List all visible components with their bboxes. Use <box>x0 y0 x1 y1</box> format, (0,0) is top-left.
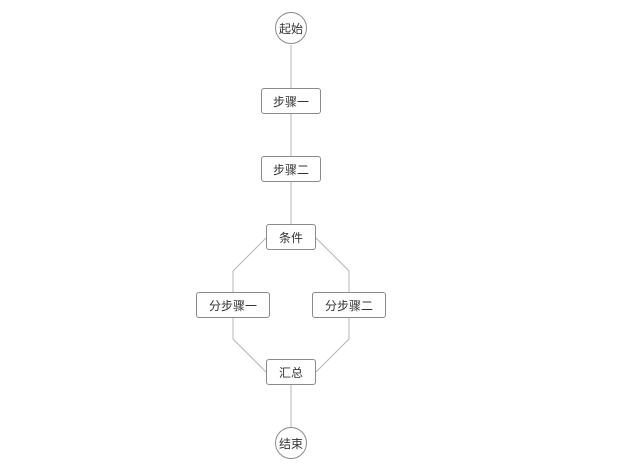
edge-substep2-merge <box>315 318 350 373</box>
node-condition[interactable]: 条件 <box>266 224 316 250</box>
edge-substep1-merge <box>232 318 267 373</box>
node-step2[interactable]: 步骤二 <box>261 156 321 182</box>
node-condition-label: 条件 <box>278 230 303 245</box>
node-substep2-label: 分步骤二 <box>324 298 373 313</box>
edge-condition-substep1 <box>232 237 267 292</box>
node-step2-label: 步骤二 <box>272 162 309 177</box>
node-merge-label: 汇总 <box>278 365 303 380</box>
node-start[interactable]: 起始 <box>275 12 307 44</box>
node-step1-label: 步骤一 <box>272 94 309 109</box>
node-substep1[interactable]: 分步骤一 <box>196 292 270 318</box>
node-end[interactable]: 结束 <box>275 427 307 459</box>
node-end-label: 结束 <box>278 436 303 451</box>
node-merge[interactable]: 汇总 <box>266 359 316 385</box>
node-step1[interactable]: 步骤一 <box>261 88 321 114</box>
node-substep1-label: 分步骤一 <box>208 298 257 313</box>
node-start-label: 起始 <box>278 21 303 36</box>
node-substep2[interactable]: 分步骤二 <box>312 292 386 318</box>
edge-condition-substep2 <box>315 237 350 292</box>
